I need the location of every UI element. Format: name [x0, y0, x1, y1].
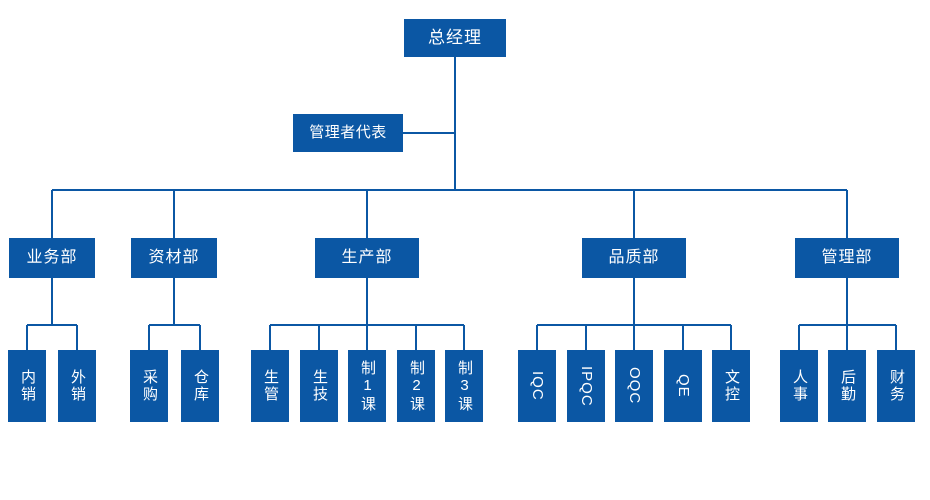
node-unit-production-engineering[interactable]: 生技	[300, 350, 338, 422]
node-unit-iqc[interactable]: IQC	[518, 350, 556, 422]
node-label: 内销	[19, 369, 36, 403]
node-label: 生管	[262, 369, 279, 403]
node-label: 采购	[141, 369, 158, 403]
node-dept-quality[interactable]: 品质部	[582, 238, 686, 278]
node-unit-oqc[interactable]: OQC	[615, 350, 653, 422]
node-label: 文控	[723, 369, 740, 403]
node-dept-administration[interactable]: 管理部	[795, 238, 899, 278]
node-management-representative[interactable]: 管理者代表	[293, 114, 403, 152]
node-label: 制3课	[456, 359, 473, 413]
node-label: 仓库	[192, 369, 209, 403]
node-unit-domestic-sales[interactable]: 内销	[8, 350, 46, 422]
node-label: 财务	[888, 369, 905, 403]
node-unit-manufacturing-section-2[interactable]: 制2课	[397, 350, 435, 422]
node-unit-export-sales[interactable]: 外销	[58, 350, 96, 422]
node-general-manager[interactable]: 总经理	[404, 19, 506, 57]
node-label: IQC	[528, 371, 546, 401]
node-label: 生产部	[341, 248, 393, 266]
node-unit-purchasing[interactable]: 采购	[130, 350, 168, 422]
node-label: QE	[674, 374, 692, 398]
node-label: 人事	[791, 369, 808, 403]
node-unit-manufacturing-section-3[interactable]: 制3课	[445, 350, 483, 422]
node-label: 业务部	[26, 248, 78, 266]
node-label: OQC	[625, 367, 643, 405]
node-unit-warehouse[interactable]: 仓库	[181, 350, 219, 422]
node-label: 外销	[69, 369, 86, 403]
node-unit-finance[interactable]: 财务	[877, 350, 915, 422]
node-unit-qe[interactable]: QE	[664, 350, 702, 422]
node-label: 制2课	[408, 359, 425, 413]
node-label: IPQC	[577, 365, 595, 407]
node-unit-production-control[interactable]: 生管	[251, 350, 289, 422]
node-label: 品质部	[608, 248, 660, 266]
node-unit-ipqc[interactable]: IPQC	[567, 350, 605, 422]
node-label: 管理者代表	[309, 124, 387, 142]
node-label: 生技	[311, 369, 328, 403]
node-dept-production[interactable]: 生产部	[315, 238, 419, 278]
node-unit-logistics[interactable]: 后勤	[828, 350, 866, 422]
node-unit-human-resources[interactable]: 人事	[780, 350, 818, 422]
node-label: 后勤	[839, 369, 856, 403]
node-label: 制1课	[359, 359, 376, 413]
node-dept-sales[interactable]: 业务部	[9, 238, 95, 278]
node-label: 总经理	[428, 27, 482, 47]
node-unit-document-control[interactable]: 文控	[712, 350, 750, 422]
node-dept-materials[interactable]: 资材部	[131, 238, 217, 278]
node-unit-manufacturing-section-1[interactable]: 制1课	[348, 350, 386, 422]
node-label: 管理部	[821, 248, 873, 266]
node-label: 资材部	[148, 248, 200, 266]
